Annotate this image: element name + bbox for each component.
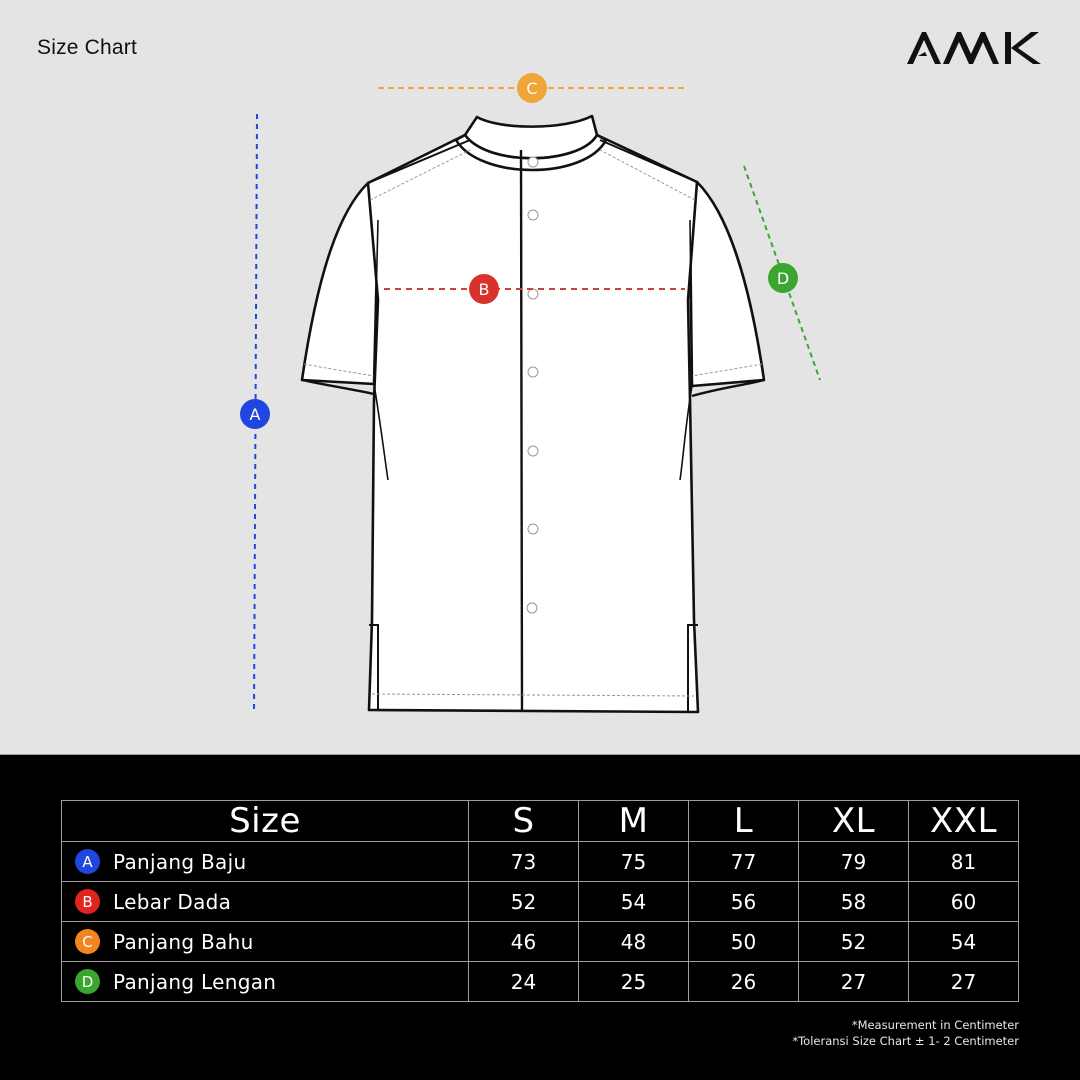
- svg-text:C: C: [526, 79, 537, 98]
- cell-value: 77: [688, 841, 799, 882]
- cell-value: 24: [468, 961, 579, 1002]
- row-label-text: Panjang Lengan: [113, 969, 277, 994]
- cell-value: 25: [578, 961, 689, 1002]
- marker-d: D: [743, 165, 821, 381]
- svg-text:B: B: [479, 280, 490, 299]
- table-row: B Lebar Dada 52 54 56 58 60: [61, 881, 1019, 922]
- cell-value: 26: [688, 961, 799, 1002]
- table-row: A Panjang Baju 73 75 77 79 81: [61, 841, 1019, 882]
- cell-value: 79: [798, 841, 909, 882]
- cell-value: 58: [798, 881, 909, 922]
- marker-c: C: [378, 73, 686, 103]
- cell-value: 75: [578, 841, 689, 882]
- row-label-text: Panjang Baju: [113, 849, 247, 874]
- brand-logo: [907, 32, 1041, 64]
- cell-value: 52: [798, 921, 909, 962]
- row-label: C Panjang Bahu: [61, 921, 469, 962]
- cell-value: 73: [468, 841, 579, 882]
- table-row: C Panjang Bahu 46 48 50 52 54: [61, 921, 1019, 962]
- size-col-xl: XL: [798, 800, 909, 842]
- row-label: B Lebar Dada: [61, 881, 469, 922]
- cell-value: 48: [578, 921, 689, 962]
- footnote-tolerance: *Toleransi Size Chart ± 1- 2 Centimeter: [792, 1034, 1019, 1048]
- cell-value: 60: [908, 881, 1019, 922]
- page-title: Size Chart: [37, 36, 138, 59]
- footnotes: *Measurement in Centimeter *Toleransi Si…: [792, 1017, 1019, 1049]
- row-label: D Panjang Lengan: [61, 961, 469, 1002]
- cell-value: 54: [908, 921, 1019, 962]
- diagram-panel: Size Chart: [0, 0, 1080, 755]
- marker-b: B: [384, 274, 685, 304]
- row-label: A Panjang Baju: [61, 841, 469, 882]
- button-icons: [526, 156, 539, 614]
- shirt-illustration: [300, 114, 766, 714]
- cell-value: 54: [578, 881, 689, 922]
- size-col-s: S: [468, 800, 579, 842]
- size-table-panel: Size S M L XL XXL A Panjang Baju 73 75 7…: [0, 755, 1080, 1080]
- shirt-diagram: A B C D: [240, 73, 821, 715]
- size-header: Size: [61, 800, 469, 842]
- size-col-l: L: [688, 800, 799, 842]
- row-label-text: Panjang Bahu: [113, 929, 254, 954]
- row-label-text: Lebar Dada: [113, 889, 232, 914]
- cell-value: 56: [688, 881, 799, 922]
- svg-text:D: D: [777, 269, 789, 288]
- table-header-row: Size S M L XL XXL: [61, 800, 1019, 842]
- size-table: Size S M L XL XXL A Panjang Baju 73 75 7…: [61, 800, 1019, 1002]
- cell-value: 46: [468, 921, 579, 962]
- table-row: D Panjang Lengan 24 25 26 27 27: [61, 961, 1019, 1002]
- footnote-measurement: *Measurement in Centimeter: [851, 1018, 1019, 1032]
- cell-value: 27: [908, 961, 1019, 1002]
- marker-a-icon: A: [75, 849, 100, 874]
- size-col-xxl: XXL: [908, 800, 1019, 842]
- svg-text:A: A: [250, 405, 261, 424]
- marker-d-icon: D: [75, 969, 100, 994]
- marker-b-icon: B: [75, 889, 100, 914]
- size-col-m: M: [578, 800, 689, 842]
- cell-value: 52: [468, 881, 579, 922]
- cell-value: 81: [908, 841, 1019, 882]
- marker-c-icon: C: [75, 929, 100, 954]
- cell-value: 50: [688, 921, 799, 962]
- marker-a: A: [240, 113, 270, 715]
- cell-value: 27: [798, 961, 909, 1002]
